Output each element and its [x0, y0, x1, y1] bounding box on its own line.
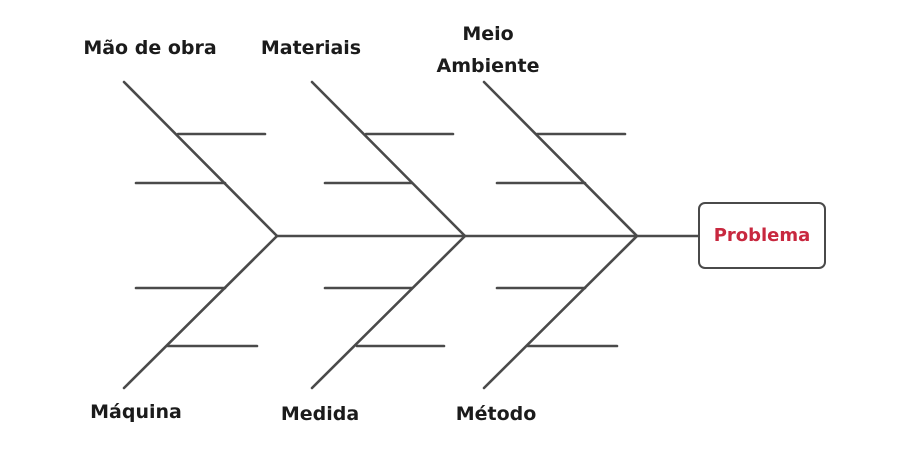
bone-meio-ambiente [482, 80, 639, 238]
bone-metodo [482, 234, 639, 390]
bone-mao-de-obra [122, 80, 279, 238]
category-label-meio-ambiente-line2: Ambiente [436, 55, 540, 77]
problem-label: Problema [713, 225, 811, 246]
category-label-maquina: Máquina [90, 401, 182, 423]
bone-medida [310, 234, 467, 390]
problem-box: Problema [698, 202, 826, 269]
category-label-meio-ambiente: Meio Ambiente [420, 18, 556, 82]
category-label-mao-de-obra: Mão de obra [83, 37, 217, 59]
category-label-medida: Medida [280, 403, 360, 425]
category-label-materiais: Materiais [260, 37, 362, 59]
category-label-meio-ambiente-line1: Meio [462, 23, 514, 45]
bone-materiais [310, 80, 467, 238]
category-label-metodo: Método [455, 403, 537, 425]
bone-maquina [122, 234, 279, 390]
